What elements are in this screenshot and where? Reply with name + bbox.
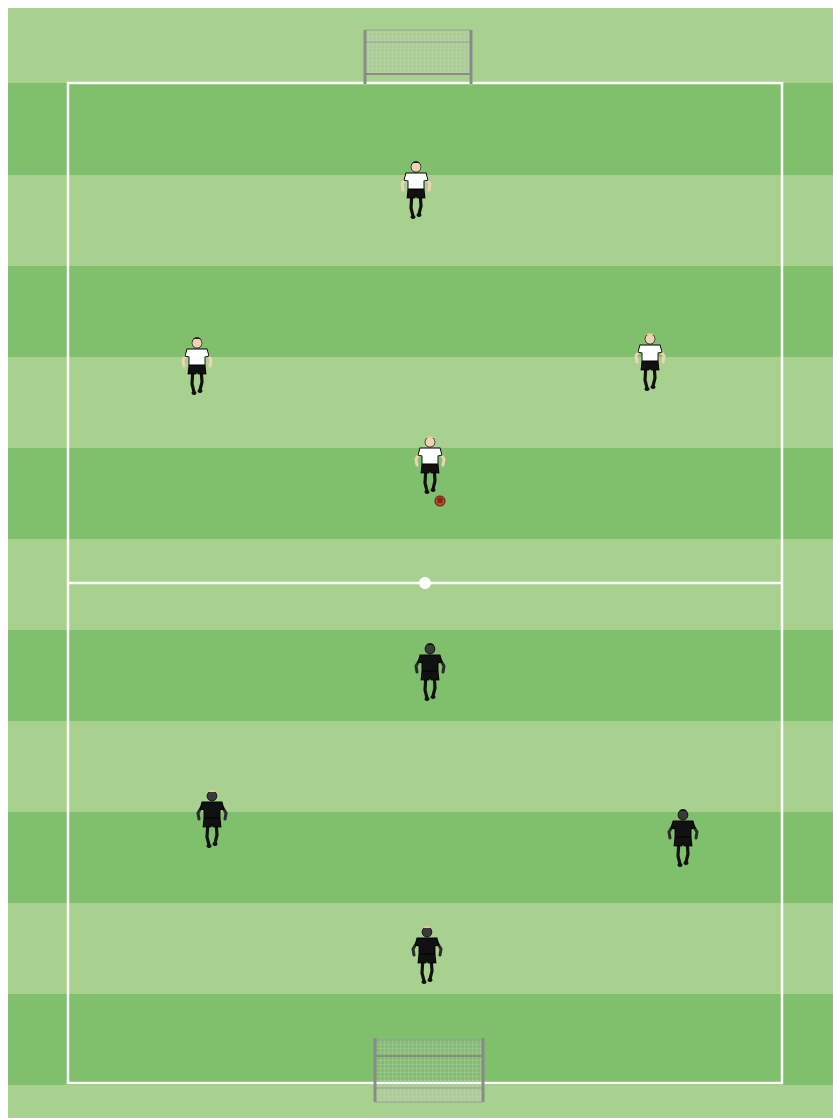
center-spot <box>419 577 431 589</box>
grass-stripe <box>8 83 833 175</box>
grass-stripe <box>8 448 833 539</box>
grass-stripe <box>8 721 833 812</box>
bottom-goal <box>375 1038 483 1102</box>
grass-stripe <box>8 357 833 448</box>
grass-stripe <box>8 812 833 903</box>
ball <box>435 496 445 506</box>
grass-stripe <box>8 630 833 721</box>
grass-stripe <box>8 266 833 357</box>
